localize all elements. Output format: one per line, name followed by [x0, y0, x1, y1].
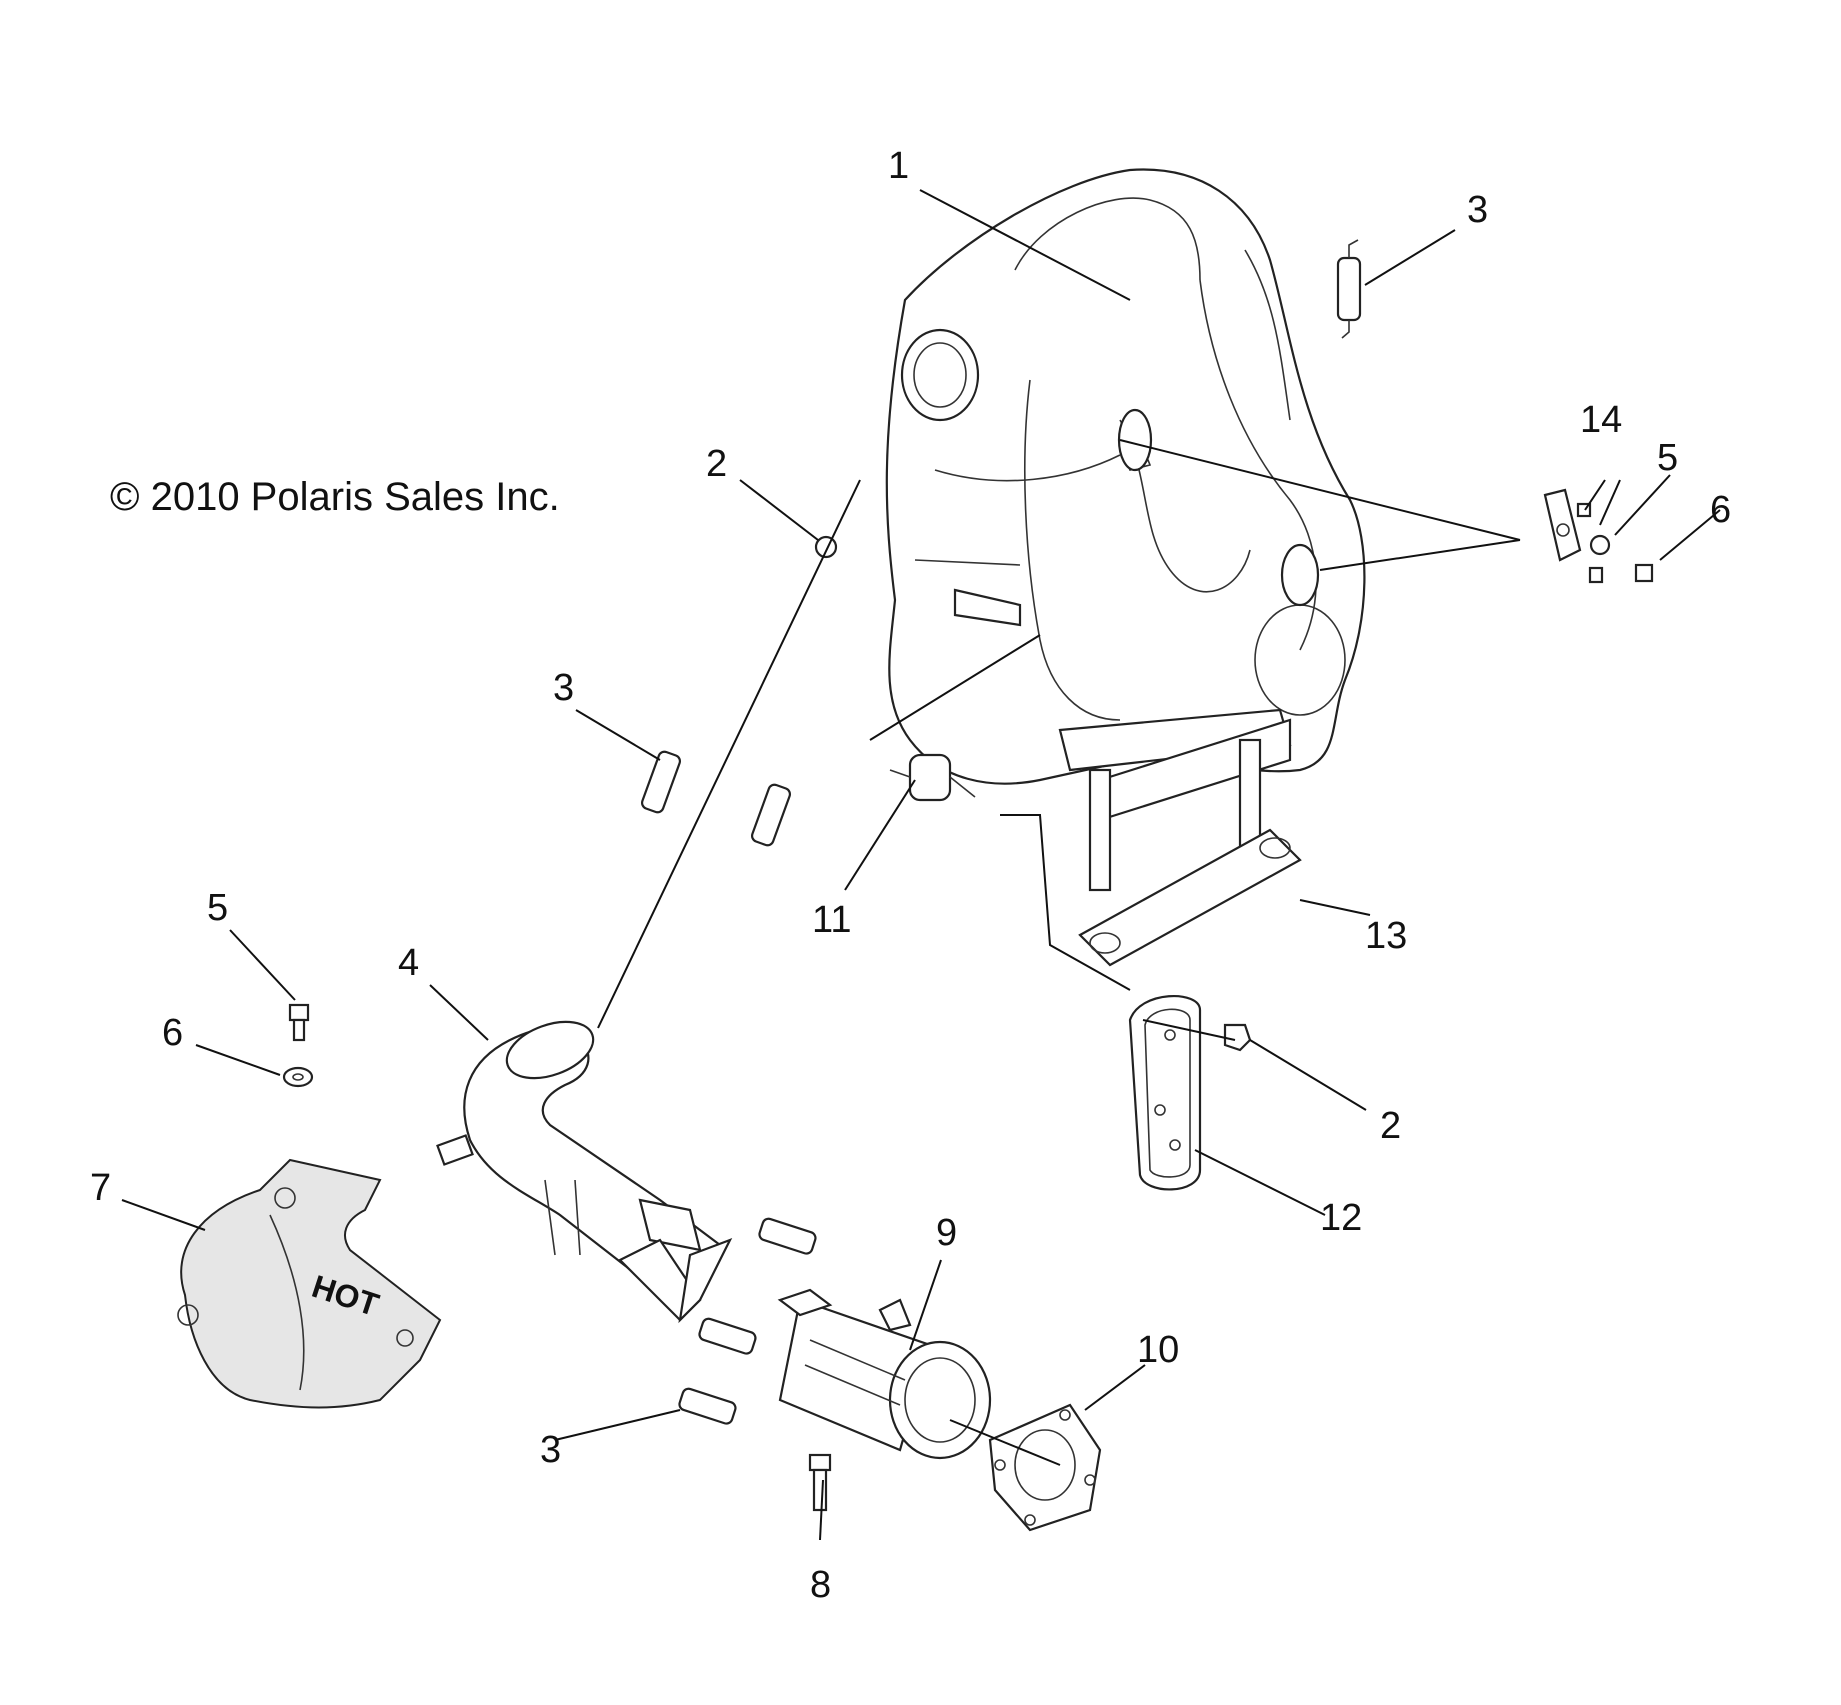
- spring-part-left: [640, 750, 682, 814]
- callout-3-bottom: 3: [540, 1429, 561, 1471]
- callout-5-right: 5: [1657, 437, 1678, 479]
- callout-5-left: 5: [207, 887, 228, 929]
- washer-part-left: [282, 1066, 314, 1088]
- callout-6-right: 6: [1710, 489, 1731, 531]
- callout-labels: 1 2 2 3 3 3 4 5 5 6 6 7 8 9 10 11 12 13 …: [90, 145, 1731, 1606]
- callout-9: 9: [936, 1212, 957, 1254]
- exhaust-flange-part: [777, 1288, 992, 1460]
- callout-3-top: 3: [1467, 189, 1488, 231]
- callout-1: 1: [888, 145, 909, 187]
- stud-part: [808, 1453, 832, 1512]
- spring-part-top-right: [1336, 239, 1362, 339]
- callout-4: 4: [398, 942, 419, 984]
- bolt-part-left: [288, 1003, 310, 1042]
- callout-14: 14: [1580, 399, 1622, 441]
- hardware-part-right: [1576, 502, 1654, 584]
- callout-2-right: 2: [1380, 1105, 1401, 1147]
- spring-part-low-1: [758, 1217, 817, 1255]
- bracket-part-right: [1543, 488, 1582, 562]
- muffler-part: [885, 168, 1366, 892]
- head-pipe-part: [436, 1020, 733, 1324]
- callout-6-left: 6: [162, 1012, 183, 1054]
- callout-11: 11: [812, 899, 851, 941]
- spring-part-middle: [750, 783, 792, 847]
- rubber-mount-part: [889, 753, 976, 802]
- spring-part-low-3: [678, 1387, 737, 1425]
- spring-part-low-2: [698, 1317, 757, 1355]
- mount-plate-part: [1128, 994, 1252, 1191]
- callout-3-left: 3: [553, 667, 574, 709]
- copyright-text: © 2010 Polaris Sales Inc.: [110, 475, 560, 519]
- callout-8: 8: [810, 1564, 831, 1606]
- callout-10: 10: [1137, 1329, 1179, 1371]
- heat-shield-part: HOT: [177, 1158, 442, 1409]
- callout-12: 12: [1320, 1197, 1362, 1239]
- callout-13: 13: [1365, 915, 1407, 957]
- leader-lines: [121, 189, 1721, 1541]
- gasket-part: [988, 1403, 1102, 1532]
- callout-2-top: 2: [706, 443, 727, 485]
- nut-part: [814, 535, 838, 559]
- callout-7: 7: [90, 1167, 111, 1209]
- mount-bar-part: [1078, 828, 1302, 967]
